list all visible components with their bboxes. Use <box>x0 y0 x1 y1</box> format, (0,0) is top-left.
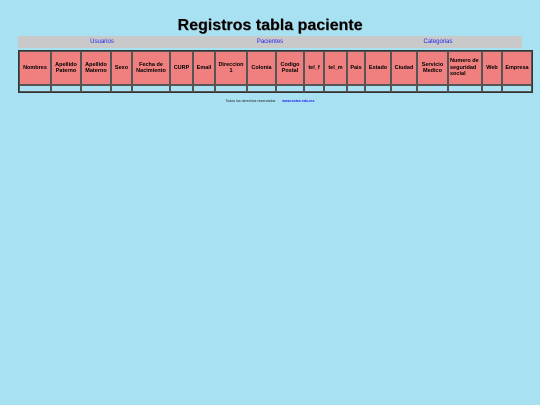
column-header-ciudad: Ciudad <box>391 51 417 85</box>
table-cell <box>247 85 276 92</box>
table-cell <box>482 85 502 92</box>
nav-link-usuarios[interactable]: Usuarios <box>90 39 114 45</box>
records-table: Nombres Apellido Paterno Apellido Matern… <box>18 50 533 93</box>
table-cell <box>365 85 391 92</box>
table-cell <box>324 85 347 92</box>
nav-link-categorias[interactable]: Categorias <box>423 39 453 45</box>
nav-bar: Usuarios Pacientes Categorias <box>18 36 522 48</box>
column-header-colonia: Colonia <box>247 51 276 85</box>
table-cell <box>132 85 170 92</box>
table-cell <box>51 85 81 92</box>
column-header-empresa: Empresa <box>502 51 532 85</box>
nav-link-pacientes[interactable]: Pacientes <box>256 39 284 45</box>
table-header-row: Nombres Apellido Paterno Apellido Matern… <box>19 51 532 85</box>
footer-text: Todos los derechos reservados <box>225 99 276 103</box>
records-table-container: Nombres Apellido Paterno Apellido Matern… <box>18 50 533 93</box>
table-cell <box>417 85 448 92</box>
column-header-servicio-medico: Servicio Medico <box>417 51 448 85</box>
column-header-web: Web <box>482 51 502 85</box>
column-header-apellido-materno: Apellido Materno <box>81 51 111 85</box>
table-cell <box>111 85 132 92</box>
footer-link[interactable]: www.sotse.edu.mx <box>282 99 315 103</box>
table-cell <box>304 85 324 92</box>
table-cell <box>215 85 247 92</box>
column-header-numero-seguridad-social: Numero de seguridad social <box>448 51 482 85</box>
column-header-sexo: Sexo <box>111 51 132 85</box>
table-cell <box>347 85 365 92</box>
table-cell <box>81 85 111 92</box>
column-header-estado: Estado <box>365 51 391 85</box>
table-cell <box>193 85 215 92</box>
table-cell <box>502 85 532 92</box>
table-cell <box>391 85 417 92</box>
table-cell <box>170 85 193 92</box>
column-header-email: Email <box>193 51 215 85</box>
table-cell <box>276 85 304 92</box>
column-header-fecha-nacimiento: Fecha de Nacimiento <box>132 51 170 85</box>
column-header-pais: Pais <box>347 51 365 85</box>
column-header-direccion-1: Direccion 1 <box>215 51 247 85</box>
column-header-nombres: Nombres <box>19 51 51 85</box>
column-header-curp: CURP <box>170 51 193 85</box>
page-title: Registros tabla paciente <box>177 17 363 34</box>
column-header-codigo-postal: Codigo Postal <box>276 51 304 85</box>
column-header-tel-f: tel_f <box>304 51 324 85</box>
table-cell <box>448 85 482 92</box>
table-cell <box>19 85 51 92</box>
column-header-apellido-paterno: Apellido Paterno <box>51 51 81 85</box>
column-header-tel-m: tel_m <box>324 51 347 85</box>
table-row <box>19 85 532 92</box>
footer: Todos los derechos reservados www.sotse.… <box>0 99 540 103</box>
